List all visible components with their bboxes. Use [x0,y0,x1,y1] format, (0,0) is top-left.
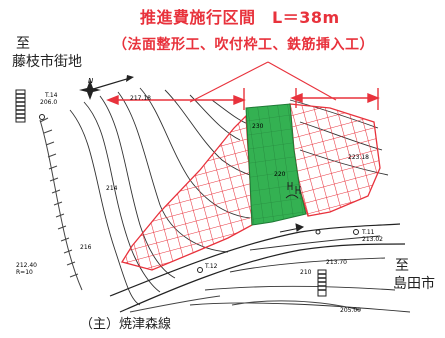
label-bm-left2: R=10 [16,269,33,276]
label-contour-216: 216 [80,244,92,251]
left-slope-hatching [39,117,361,313]
label-t14-elev: 206.0 [40,99,58,106]
leader-lines [189,61,337,103]
label-elev-223: 223.18 [348,154,369,161]
label-elev-213: 213.70 [326,259,347,266]
destination-west-marker: 至 [16,36,30,52]
north-arrow-icon [79,75,134,100]
destination-east-marker: 至 [395,258,409,274]
destination-east: 島田市 [393,276,435,292]
orientation-arrow [279,223,305,233]
label-contour-214: 214 [106,185,118,192]
dimension-arrows [106,88,380,110]
red-frame-zone-left [120,114,253,271]
label-t11: T.11 [362,229,375,236]
label-contour-220: 220 [274,171,286,178]
label-elev-230: 230 [252,123,264,130]
survey-points [39,114,359,273]
label-t11-elev: 213.02 [362,236,383,243]
label-bm-left: 212.40 [16,262,37,269]
label-t12: T.12 [205,263,218,270]
work-description: （法面整形工、吹付枠工、鉄筋挿入工） [113,37,374,53]
road-name: （主）焼津森線 [80,317,172,332]
road [109,223,406,313]
label-bm-right: 205.00 [340,307,361,314]
section-title: 推進費施行区間 L＝38m [140,8,340,27]
destination-west: 藤枝市街地 [12,54,82,70]
label-contour-210: 210 [300,269,312,276]
retaining-structures [285,182,301,199]
boundary-post [15,89,26,123]
label-north: N [88,77,94,85]
boundary-post-right [317,269,327,297]
label-t14: T.14 [45,92,58,99]
label-elev-217: 217.18 [130,95,151,102]
